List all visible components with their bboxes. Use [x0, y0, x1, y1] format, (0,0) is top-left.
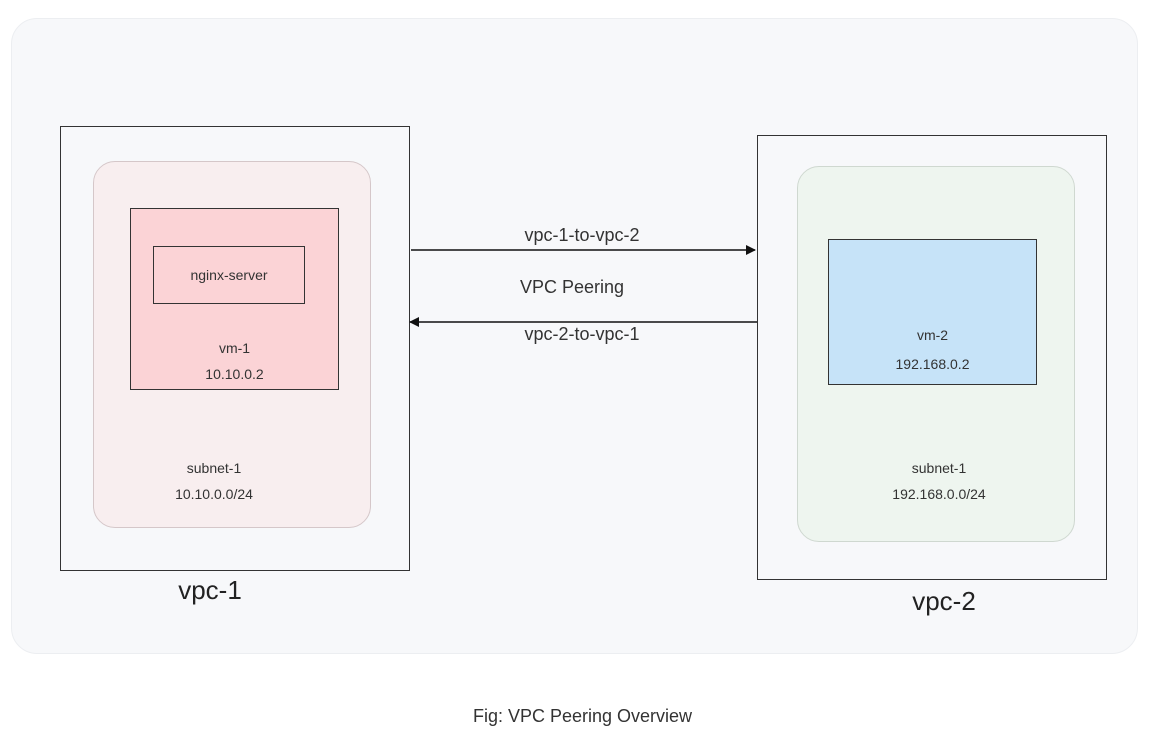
vpc-1-subnet-name: subnet-1 — [186, 460, 242, 476]
peering-label: VPC Peering — [519, 277, 625, 297]
vpc-1-subnet-cidr: 10.10.0.0/24 — [175, 486, 253, 502]
vpc-1-title: vpc-1 — [178, 575, 242, 605]
vm-1-ip: 10.10.0.2 — [205, 366, 264, 382]
vpc-2-box — [757, 135, 1107, 580]
vpc-1-box — [60, 126, 410, 571]
vm-1-name: vm-1 — [218, 340, 251, 356]
nginx-server-label: nginx-server — [190, 267, 268, 283]
figure-caption: Fig: VPC Peering Overview — [472, 706, 693, 726]
reverse-route-label: vpc-2-to-vpc-1 — [524, 324, 640, 344]
vm-2-box — [828, 239, 1037, 385]
vm-2-name: vm-2 — [916, 327, 949, 343]
vpc-2-title: vpc-2 — [912, 586, 976, 616]
vpc-2-subnet-cidr: 192.168.0.0/24 — [892, 486, 986, 502]
nginx-server-box: nginx-server — [153, 246, 305, 304]
vm-2-ip: 192.168.0.2 — [895, 356, 970, 372]
vpc-2-subnet-name: subnet-1 — [911, 460, 967, 476]
forward-route-label: vpc-1-to-vpc-2 — [524, 225, 640, 245]
